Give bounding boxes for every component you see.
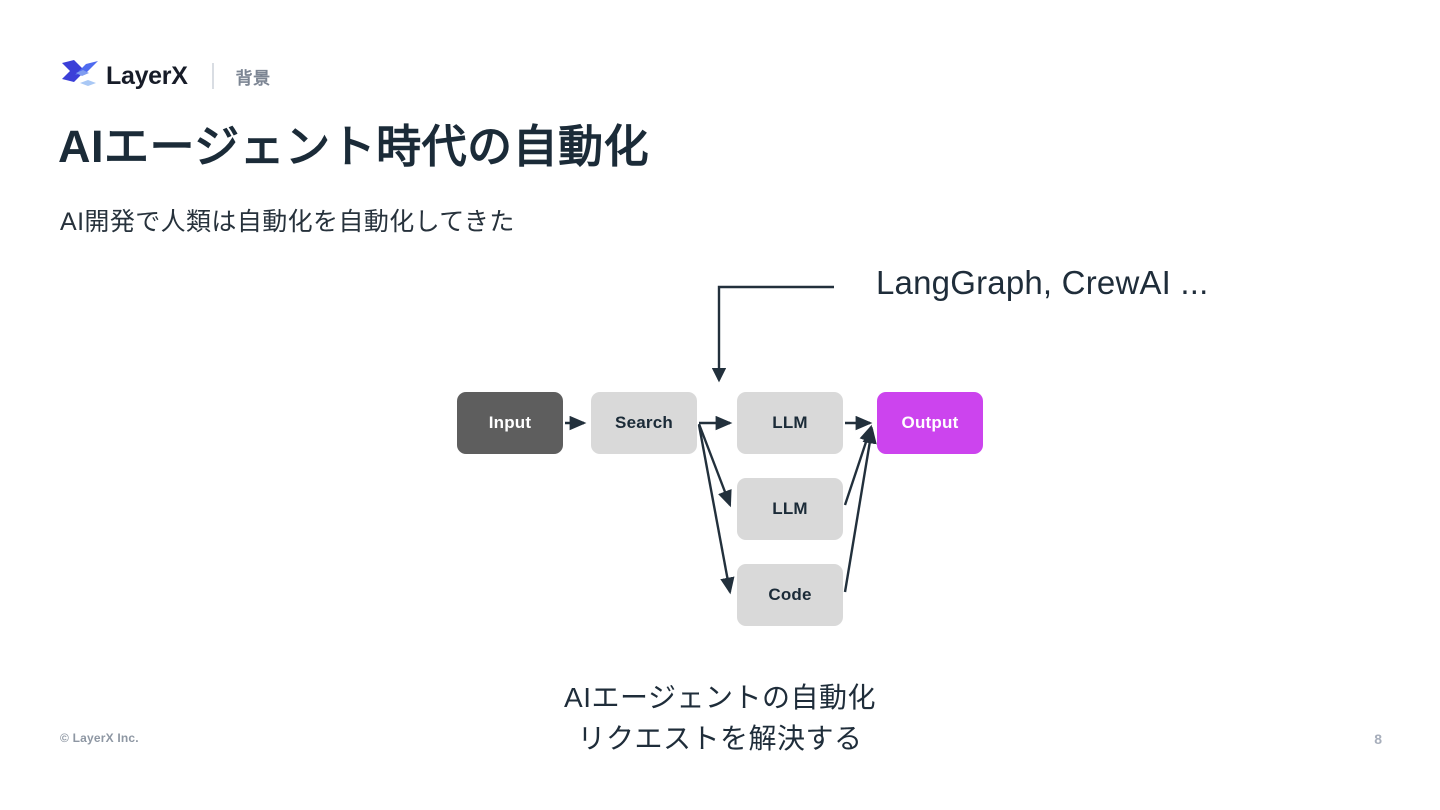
diagram-caption: AIエージェントの自動化 リクエストを解決する	[0, 678, 1440, 759]
edge-search-to-llm2	[697, 423, 732, 508]
footer-copyright: © LayerX Inc.	[60, 731, 139, 745]
edge-code-to-output	[843, 426, 877, 593]
edge-llm2-to-output	[843, 424, 874, 506]
diagram-annotation: LangGraph, CrewAI ...	[876, 264, 1209, 301]
footer-page-number: 8	[1374, 731, 1382, 747]
slide-header: LayerX 背景	[60, 56, 271, 96]
node-code[interactable]: Code	[737, 564, 843, 626]
caption-line-2: リクエストを解決する	[577, 722, 863, 754]
node-output[interactable]: Output	[877, 392, 983, 454]
caption-line-1: AIエージェントの自動化	[564, 682, 876, 713]
page-title: AIエージェント時代の自動化	[58, 121, 650, 172]
node-input[interactable]: Input	[457, 392, 563, 454]
header-divider	[211, 63, 214, 89]
logo-wordmark: LayerX	[106, 61, 188, 90]
node-llm-1[interactable]: LLM	[737, 392, 843, 454]
edge-annotation-to-llm1	[711, 285, 834, 383]
node-llm-2[interactable]: LLM	[737, 478, 843, 540]
page-subtitle: AI開発で人類は自動化を自動化してきた	[60, 208, 515, 236]
layerx-logo-icon	[62, 60, 98, 86]
edge-search-to-code	[697, 424, 735, 595]
node-search[interactable]: Search	[591, 392, 697, 454]
section-label: 背景	[235, 68, 271, 88]
